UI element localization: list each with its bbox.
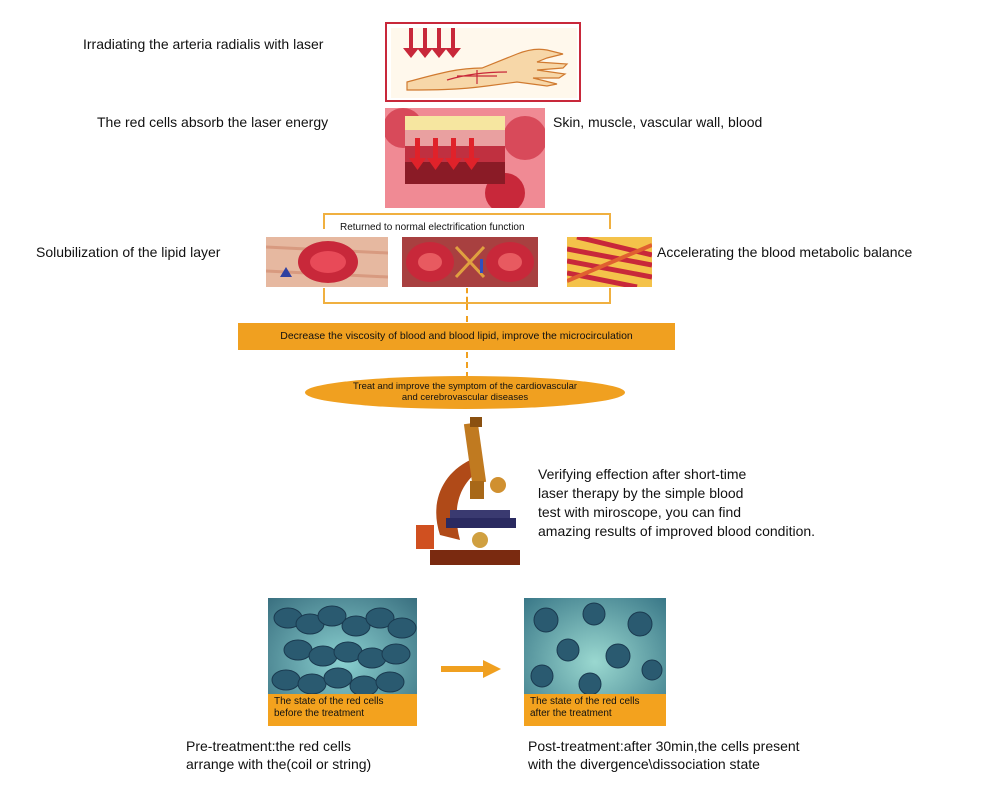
post-line-2: with the divergence\dissociation state [528, 756, 760, 772]
pre-treatment-text: Pre-treatment:the red cells arrange with… [186, 737, 371, 773]
verify-line-3: test with miroscope, you can find [538, 504, 742, 520]
after-caption-line-2: after the treatment [530, 708, 612, 719]
after-image: The state of the red cells after the tre… [524, 598, 666, 726]
pre-line-1: Pre-treatment:the red cells [186, 738, 351, 754]
label-metabolic: Accelerating the blood metabolic balance [657, 244, 913, 260]
absorb-image [385, 108, 545, 208]
hand-icon [391, 28, 577, 98]
red-cell-icon [266, 237, 388, 287]
label-lipid: Solubilization of the lipid layer [36, 244, 221, 260]
before-caption-line-1: The state of the red cells [274, 696, 384, 707]
pre-line-2: arrange with the(coil or string) [186, 756, 372, 772]
hand-laser-image [385, 22, 581, 102]
label-layers: Skin, muscle, vascular wall, blood [553, 114, 763, 130]
right-arrow-icon [441, 660, 501, 678]
label-irradiating: Irradiating the arteria radialis with la… [83, 36, 324, 52]
before-caption-line-2: before the treatment [274, 708, 365, 719]
dash-mid [466, 288, 468, 302]
treat-ellipse: Treat and improve the symptom of the car… [305, 376, 625, 409]
bracket-bottom-left [323, 288, 325, 304]
treat-line-1: Treat and improve the symptom of the car… [352, 381, 578, 392]
viscosity-banner: Decrease the viscosity of blood and bloo… [238, 323, 675, 350]
verify-line-1: Verifying effection after short-time [538, 466, 747, 482]
microscope-icon [416, 417, 520, 565]
bracket-bottom-right [609, 288, 611, 304]
metabolic-image [567, 237, 652, 287]
after-caption-line-1: The state of the red cells [530, 696, 640, 707]
post-line-1: Post-treatment:after 30min,the cells pre… [528, 738, 800, 754]
label-returned: Returned to normal electrification funct… [340, 222, 525, 233]
lipid-image [266, 237, 388, 287]
verify-line-2: laser therapy by the simple blood [538, 485, 744, 501]
bracket-top-right [609, 213, 611, 229]
bracket-top-left [323, 213, 325, 229]
treat-line-2: and cerebrovascular diseases [401, 392, 529, 403]
dash-down-2 [466, 352, 468, 378]
verify-paragraph: Verifying effection after short-time las… [538, 465, 815, 541]
before-caption: The state of the red cells before the tr… [268, 694, 417, 726]
cells-image [402, 237, 538, 287]
label-absorb: The red cells absorb the laser energy [97, 114, 329, 130]
laser-arrow-icon [403, 28, 461, 58]
microscope-image [410, 415, 530, 575]
verify-line-4: amazing results of improved blood condit… [538, 523, 816, 539]
before-image: The state of the red cells before the tr… [268, 598, 417, 726]
dash-down-1 [466, 304, 468, 322]
after-caption: The state of the red cells after the tre… [524, 694, 666, 726]
bracket-bottom [323, 302, 611, 304]
post-treatment-text: Post-treatment:after 30min,the cells pre… [528, 737, 800, 773]
bracket-top [323, 213, 611, 215]
